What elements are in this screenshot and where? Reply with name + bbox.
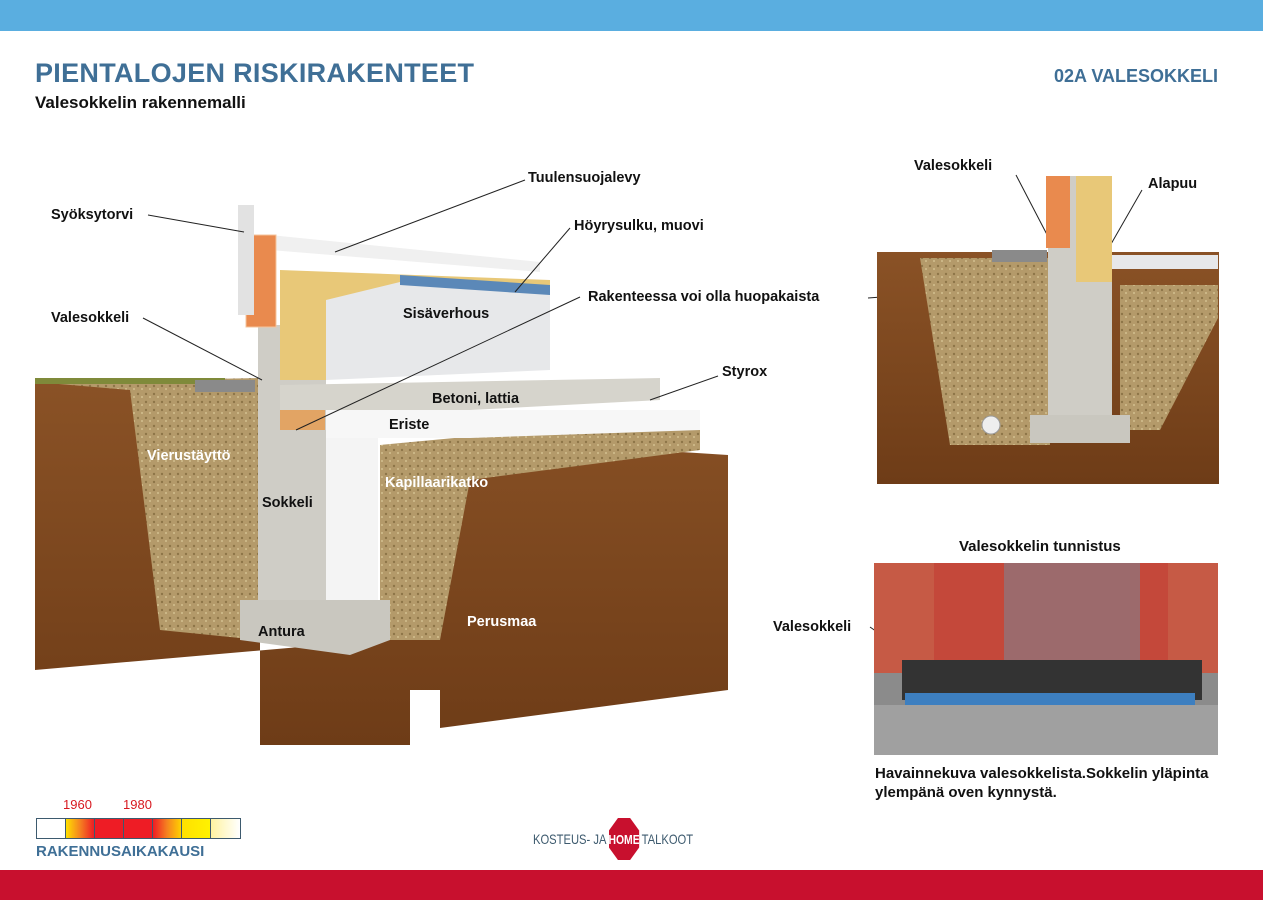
label-huopakaista: Rakenteessa voi olla huopakaista (588, 289, 820, 305)
main-foundation-diagram (35, 205, 728, 745)
label-betoni: Betoni, lattia (432, 391, 520, 407)
label-sokkeli: Sokkeli (262, 495, 313, 511)
page-subtitle: Valesokkelin rakennemalli (35, 93, 246, 112)
timeline-label: RAKENNUSAIKAKAUSI (36, 843, 205, 860)
label-vierustaytto: Vierustäyttö (147, 448, 231, 464)
detail-foundation-diagram (877, 176, 1219, 484)
label-tuulensuojalevy: Tuulensuojalevy (528, 170, 641, 186)
label-valesokkeli: Valesokkeli (51, 310, 130, 326)
label-antura: Antura (258, 624, 305, 640)
timeline-bar (36, 818, 241, 839)
page-title: PIENTALOJEN RISKIRAKENTEET (35, 58, 475, 88)
logo-stop-sign: HOME (608, 818, 640, 860)
photo-label-valesokkeli: Valesokkeli (773, 619, 852, 635)
label-perusmaa: Perusmaa (467, 614, 537, 630)
label-syoksytorvi: Syöksytorvi (51, 207, 134, 223)
bottom-bar (0, 870, 1263, 900)
top-bar (0, 0, 1263, 31)
label-eriste: Eriste (389, 417, 430, 433)
label-sisaverhous: Sisäverhous (403, 306, 490, 322)
label-hoyrysulku: Höyrysulku, muovi (574, 218, 704, 234)
logo: KOSTEUS- JA HOME TALKOOT (533, 818, 693, 860)
year-1980: 1980 (123, 797, 152, 812)
logo-left: KOSTEUS- JA (533, 831, 607, 847)
photo-caption: Havainnekuva valesokkelista.Sokkelin ylä… (875, 765, 1209, 801)
logo-right: TALKOOT (641, 831, 694, 847)
year-1960: 1960 (63, 797, 92, 812)
photo-title: Valesokkelin tunnistus (959, 538, 1121, 555)
section-code: 02A VALESOKKELI (1053, 66, 1218, 86)
detail-label-valesokkeli: Valesokkeli (914, 158, 993, 174)
door-photo (874, 563, 1218, 755)
label-kapillaarikatko: Kapillaarikatko (385, 475, 489, 491)
detail-label-alapuu: Alapuu (1148, 176, 1198, 192)
label-styrox: Styrox (722, 364, 768, 380)
